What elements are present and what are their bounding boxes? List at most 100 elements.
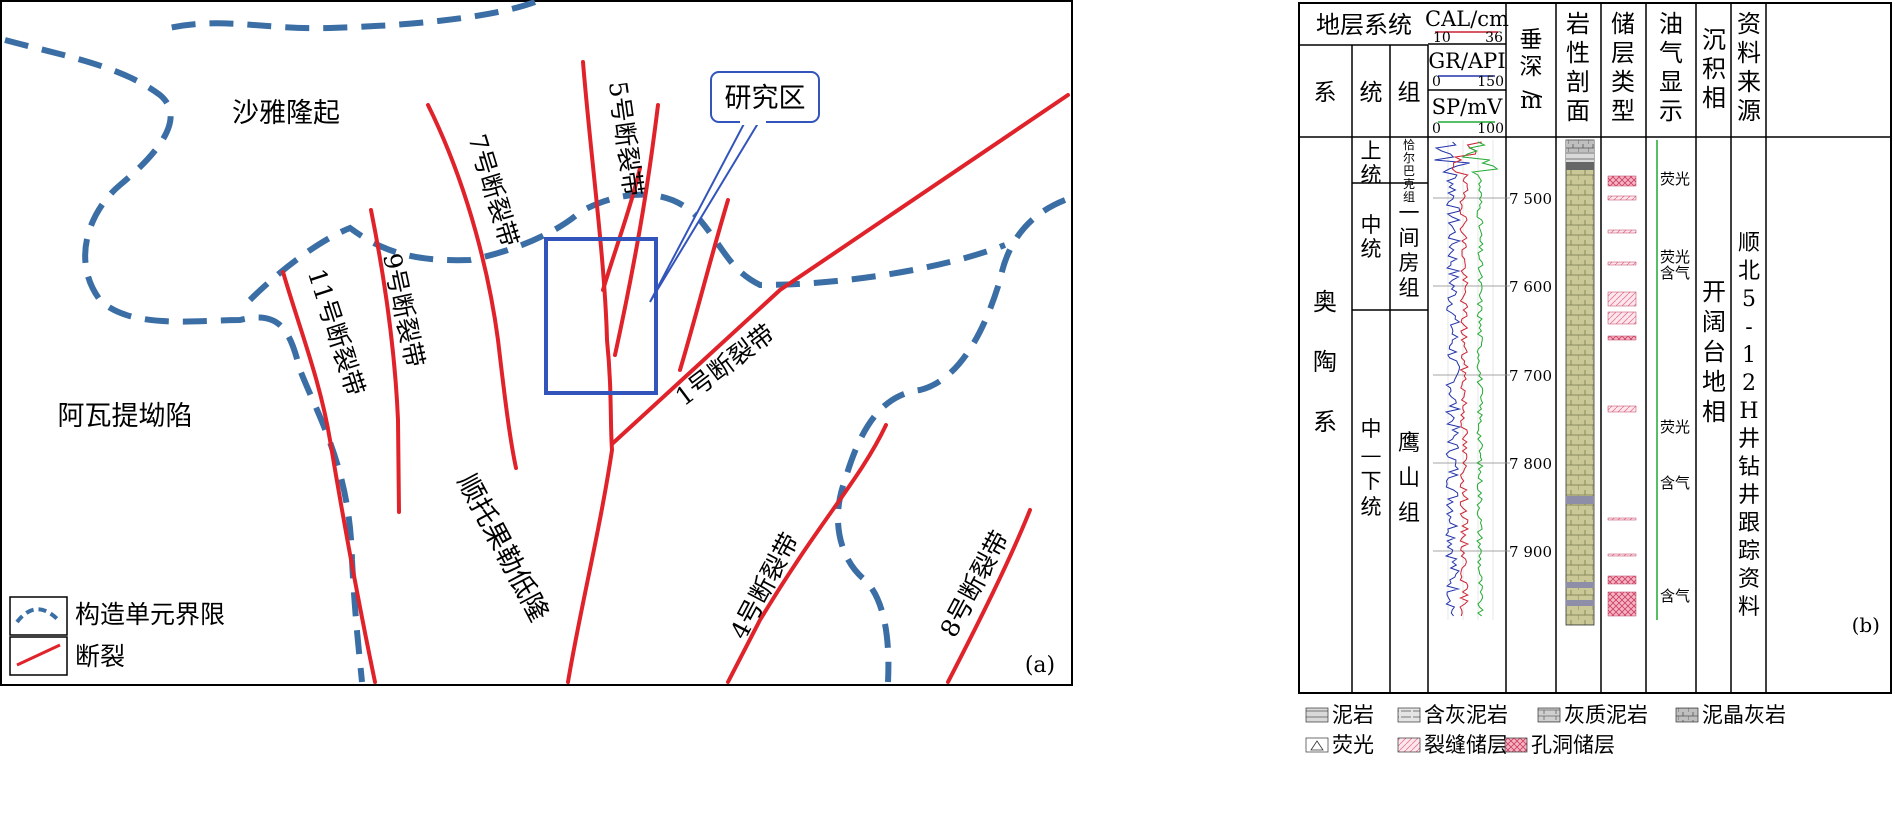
reservoir-column — [1607, 175, 1637, 617]
boundary-central — [247, 191, 1007, 303]
header-oil-gas: 示 — [1659, 97, 1683, 125]
formation-label-yijianfang: 间 — [1399, 226, 1420, 250]
fault-5-branch-a — [613, 103, 660, 357]
source-text: 北 — [1738, 259, 1760, 284]
depth-tick-label: 7 900 — [1509, 543, 1552, 561]
header-lithology: 面 — [1566, 97, 1590, 125]
header-oil-gas: 气 — [1659, 39, 1683, 67]
header-depth-slash: / — [1519, 90, 1545, 98]
boundary-top — [159, 0, 537, 33]
boundary-east — [835, 197, 1067, 683]
header-reservoir: 型 — [1611, 97, 1635, 125]
source-text: 顺 — [1738, 231, 1760, 256]
fracture-reservoir-mark — [1607, 229, 1637, 234]
fluorescence-icon — [1310, 740, 1324, 751]
facies-text: 阔 — [1702, 308, 1726, 336]
sp-name: SP/mV — [1432, 95, 1504, 119]
legend-mudstone: 泥岩 — [1332, 703, 1374, 727]
cal-name: CAL/cm — [1425, 7, 1509, 31]
fracture-reservoir-mark — [1607, 405, 1637, 413]
series-label-lower: 中 — [1361, 417, 1382, 441]
series-label-lower: 统 — [1361, 495, 1382, 519]
depth-tick-label: 7 600 — [1509, 278, 1552, 296]
fracture-reservoir-mark — [1607, 311, 1637, 325]
fault-5 — [566, 60, 615, 684]
header-source: 资 — [1737, 10, 1761, 38]
header-facies: 沉 — [1702, 26, 1726, 54]
show-label: 荧光 — [1660, 248, 1690, 266]
header-zu: 组 — [1398, 80, 1421, 106]
show-label: 含气 — [1660, 474, 1690, 492]
fault-11 — [281, 270, 377, 684]
series-label-middle: 中 — [1361, 213, 1382, 237]
system-label: 奥 — [1313, 288, 1337, 316]
region-label-awati: 阿瓦提坳陷 — [58, 401, 193, 432]
fault-8 — [946, 508, 1032, 684]
micrite-swatch — [1675, 707, 1699, 723]
cal-max: 36 — [1485, 30, 1503, 46]
system-label: 陶 — [1313, 348, 1337, 376]
formation-label-qiaerbake: 恰 — [1403, 137, 1415, 152]
source-text: 5 — [1742, 287, 1756, 312]
calcareous-mudstone-swatch — [1537, 707, 1561, 723]
legend-vug-reservoir: 孔洞储层 — [1531, 733, 1615, 757]
source-text: H — [1739, 399, 1758, 424]
callout-label: 研究区 — [725, 83, 806, 114]
facies-text: 地 — [1702, 368, 1726, 396]
series-label-lower: — — [1361, 443, 1382, 467]
legend-calcareous-mudstone: 灰质泥岩 — [1564, 703, 1648, 727]
header-depth: 垂 — [1520, 27, 1543, 53]
region-label-shaya: 沙雅隆起 — [232, 98, 340, 129]
header-depth: 深 — [1520, 54, 1543, 80]
source-text: 钻 — [1738, 455, 1760, 480]
gr-curve — [1434, 141, 1470, 617]
cal-min: 10 — [1433, 30, 1451, 46]
show-label: 含气 — [1660, 587, 1690, 605]
depth-tick-label: 7 700 — [1509, 367, 1552, 385]
header-reservoir: 层 — [1611, 39, 1635, 67]
fracture-reservoir-mark — [1607, 195, 1637, 201]
header-tong: 统 — [1360, 80, 1383, 106]
header-source: 源 — [1737, 97, 1761, 125]
header-oil-gas: 油 — [1659, 10, 1683, 38]
header-source: 来 — [1737, 68, 1761, 96]
vug-reservoir-swatch — [1504, 737, 1528, 753]
study-area-callout: 研究区 — [649, 71, 820, 303]
formation-label-yijianfang: 一 — [1399, 201, 1420, 225]
source-text: 井 — [1738, 427, 1760, 452]
header-reservoir: 类 — [1611, 68, 1635, 96]
boundary-legend-icon — [15, 607, 62, 624]
panel-label-a: (a) — [1025, 653, 1055, 678]
lithology-column — [1565, 139, 1595, 626]
source-text: 料 — [1738, 595, 1760, 620]
header-stratum-system: 地层系统 — [1316, 11, 1412, 39]
header-lithology: 性 — [1566, 39, 1590, 67]
fault-7 — [426, 103, 518, 470]
facies-text: 开 — [1702, 278, 1726, 306]
depth-tick-label: 7 800 — [1509, 455, 1552, 473]
map-legend: 构造单元界限 断裂 — [9, 596, 225, 676]
cal-curve — [1451, 141, 1482, 617]
header-facies: 相 — [1702, 84, 1726, 112]
formation-label-yijianfang: 组 — [1399, 276, 1420, 300]
fault-9 — [369, 208, 401, 514]
formation-label-yingshan: 山 — [1398, 466, 1420, 491]
vug-reservoir-mark — [1607, 591, 1637, 617]
series-label-lower: 下 — [1361, 469, 1382, 493]
header-reservoir: 储 — [1611, 10, 1635, 38]
facies-text: 相 — [1702, 398, 1726, 426]
source-text: 1 — [1742, 343, 1756, 368]
structural-map: 研究区 沙雅隆起 阿瓦提坳陷 顺托果勒低隆 5号断裂带 7号断裂带 9号断裂带 … — [0, 0, 1073, 686]
stratigraphic-column: 地层系统 系 统 组 CAL/cm 10 36 GR/API 0 150 SP/… — [1298, 2, 1893, 760]
vug-reservoir-mark — [1607, 575, 1637, 585]
sp-min: 0 — [1432, 121, 1441, 137]
source-text: 井 — [1738, 483, 1760, 508]
legend-boundary-label: 构造单元界限 — [75, 600, 225, 629]
fault-lines — [281, 60, 1070, 684]
formation-label-qiaerbake: 克 — [1403, 177, 1415, 191]
gr-name: GR/API — [1428, 49, 1505, 73]
legend-lime-mudstone: 含灰泥岩 — [1424, 703, 1508, 727]
